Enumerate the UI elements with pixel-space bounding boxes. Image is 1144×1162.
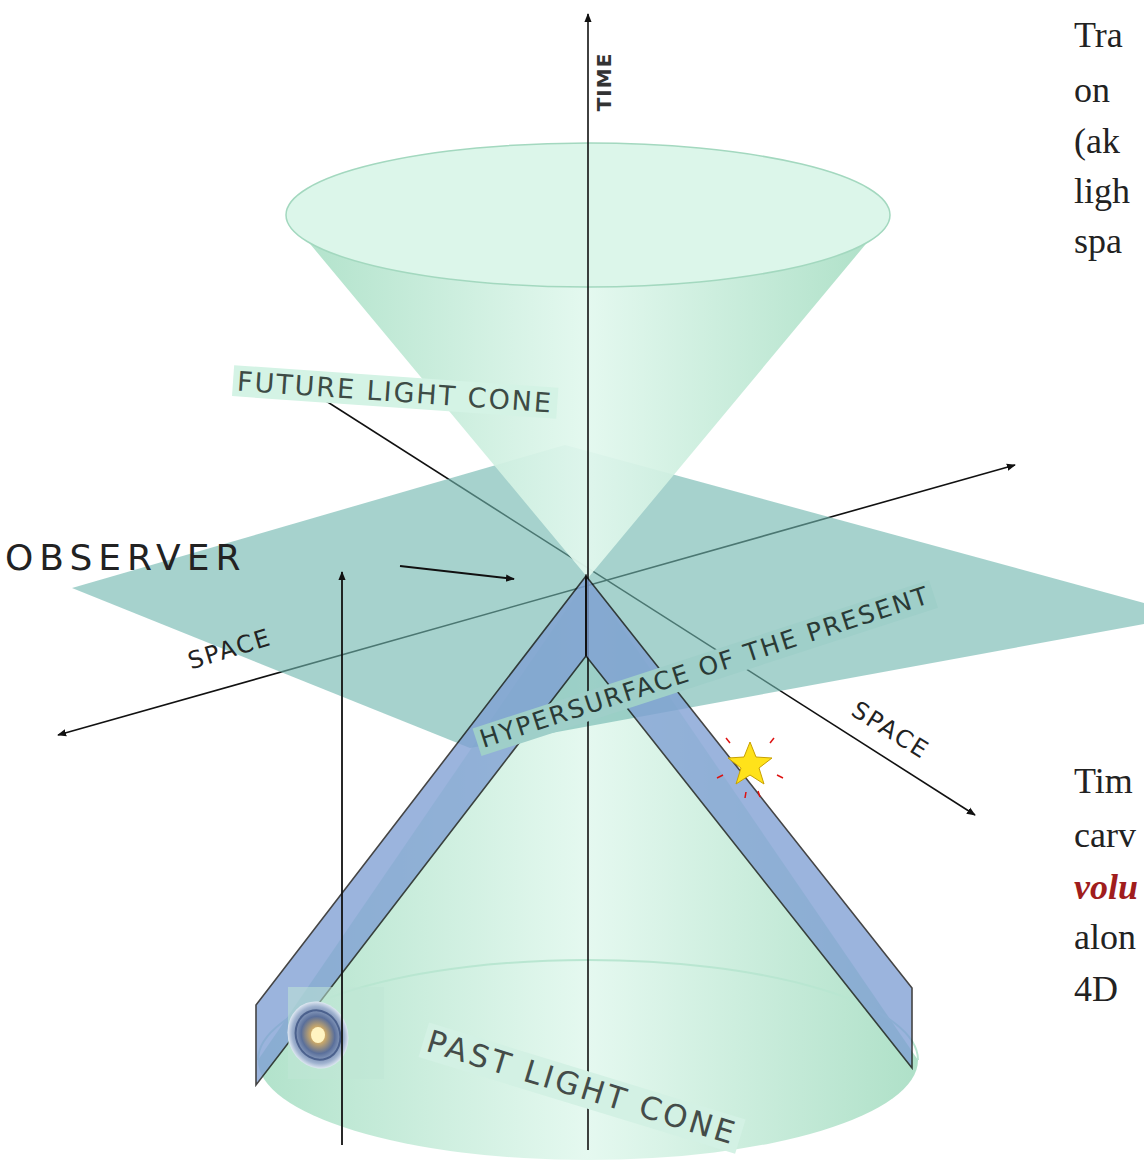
slide-text-fragment: (ak xyxy=(1074,121,1120,162)
observer-label: OBSERVER xyxy=(5,537,246,578)
slide-text-fragment: alon xyxy=(1074,917,1136,958)
slide-text-fragment: on xyxy=(1074,70,1110,111)
slide-text-fragment: volu xyxy=(1074,867,1138,908)
slide-text-fragment: ligh xyxy=(1074,171,1130,212)
galaxy-picture xyxy=(278,987,384,1079)
cone-label: PAST LIGHT CONE xyxy=(419,1023,746,1154)
light-cone-slab xyxy=(256,576,586,1085)
world-line-arrow xyxy=(341,572,343,1145)
star-event xyxy=(717,738,783,798)
slide-text-fragment: carv xyxy=(1074,815,1136,856)
cone-label: FUTURE LIGHT CONE xyxy=(232,365,558,419)
axis-label: SPACE xyxy=(185,624,275,676)
observer-arrow xyxy=(400,566,514,579)
slide-text-fragment: Tra xyxy=(1074,15,1123,56)
slide-text-fragment: spa xyxy=(1074,221,1122,262)
axis-label: TIME xyxy=(593,53,616,112)
slide-text-fragment: Tim xyxy=(1074,761,1133,802)
slab-edge xyxy=(585,576,587,656)
slide-text-fragment: 4D xyxy=(1074,969,1118,1010)
axis-label: SPACE xyxy=(846,696,934,765)
